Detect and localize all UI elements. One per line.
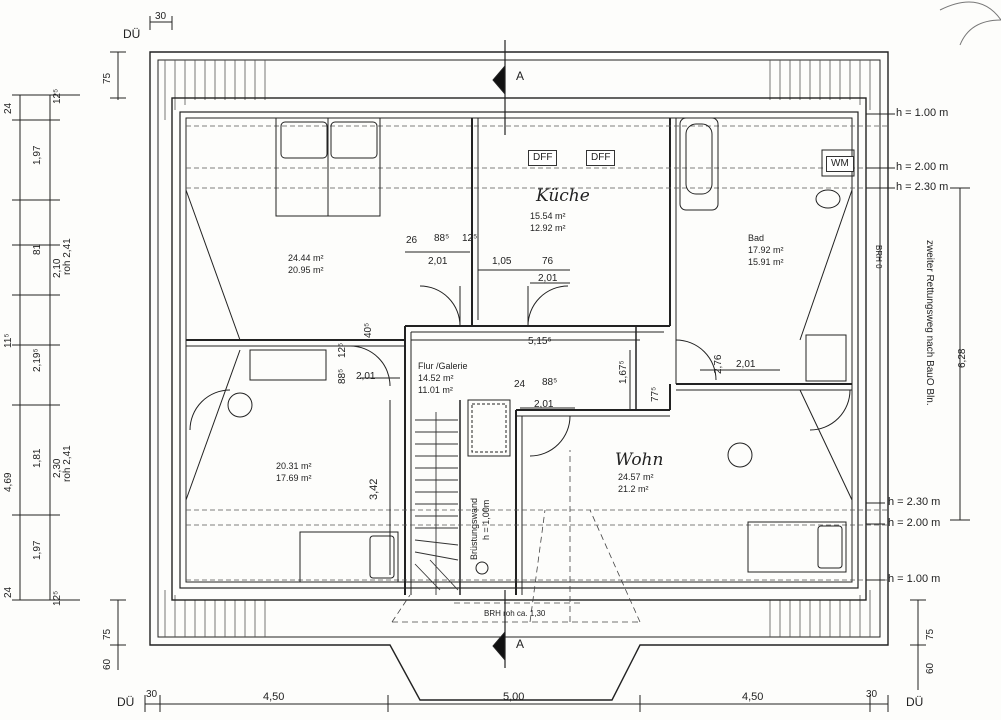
corner-label-bottom-right: DÜ — [906, 695, 924, 709]
room-area: 17.92 m² — [748, 245, 784, 255]
corner-label-top-left: DÜ — [123, 27, 141, 41]
escape-route-note: zweiter Rettungsweg nach BauO Bln. — [924, 240, 935, 406]
dimension-label: 1,67⁵ — [618, 360, 629, 384]
section-mark-bottom: A — [516, 637, 525, 651]
corner-label-bottom-left: DÜ — [117, 695, 135, 709]
dimension-label: 1,81 — [32, 448, 43, 468]
dimension-label: 24 — [514, 379, 526, 390]
dimension-label: 24 — [3, 102, 14, 114]
room-area: 15.54 m² — [530, 211, 566, 221]
dimension-label: 30 — [866, 689, 878, 700]
skylight-label: DFF — [528, 150, 558, 166]
room-name-kitchen: Küche — [536, 186, 590, 206]
dimension-label: 60 — [925, 662, 936, 674]
room-area: 20.95 m² — [288, 265, 324, 275]
dimension-label: 1,05 — [492, 256, 512, 267]
dimension-label: 2,01 — [356, 371, 376, 382]
dimension-label: 11⁵ — [3, 333, 14, 348]
dimension-label: 6,28 — [957, 348, 968, 368]
dimension-label: 2,01 — [428, 256, 448, 267]
railing-height-note: h = 1,00m — [481, 499, 491, 540]
room-area: 24.44 m² — [288, 253, 324, 263]
room-name-hall: Flur /Galerie — [418, 361, 468, 371]
section-mark-top: A — [516, 69, 525, 83]
sill-height-note: BRH roh ca. 1,30 — [484, 609, 546, 618]
room-name-bath: Bad — [748, 233, 765, 243]
dimension-label: 1,97 — [32, 145, 43, 165]
room-area: 11.01 m² — [418, 385, 453, 395]
height-label: h = 2.00 m — [888, 517, 941, 529]
dimension-label: 88⁵ — [434, 233, 450, 244]
dimension-label: 2,01 — [538, 273, 558, 284]
dimension-label: 12⁵ — [52, 88, 63, 104]
dimension-label: 88⁵ — [542, 377, 558, 388]
room-area: 21.2 m² — [618, 484, 649, 494]
room-area: 24.57 m² — [618, 472, 654, 482]
dimension-label: 77⁵ — [650, 386, 661, 402]
dimension-label: 2,19⁵ — [32, 348, 43, 372]
dimension-label: 2,76 — [713, 354, 724, 374]
washing-machine-label: WM — [826, 156, 854, 172]
room-area: 14.52 m² — [418, 373, 454, 383]
dimension-label: 75 — [102, 628, 113, 640]
dimension-label: 5,00 — [503, 691, 525, 703]
dimension-label: 12⁵ — [462, 233, 478, 244]
height-label: h = 2.30 m — [896, 181, 949, 193]
dimension-label: 24 — [3, 586, 14, 598]
dimension-label: 12⁵ — [52, 590, 63, 606]
dimension-label: 4,50 — [263, 691, 285, 703]
dimension-label: 75 — [925, 628, 936, 640]
room-name-living: Wohn — [615, 450, 664, 470]
dimension-label: 81 — [32, 243, 43, 255]
dimension-label: 4,50 — [742, 691, 764, 703]
dimension-label: 30 — [146, 689, 158, 700]
dimension-label: roh 2,41 — [62, 445, 73, 482]
dimension-label: 12⁵ — [337, 342, 348, 358]
dimension-label: 76 — [542, 256, 554, 267]
dimension-label: 88⁵ — [337, 368, 348, 384]
dimension-label: 2,01 — [736, 359, 756, 370]
dimension-label: 75 — [102, 72, 113, 84]
dimension-label: 26 — [406, 235, 418, 246]
room-area: 15.91 m² — [748, 257, 784, 267]
room-area: 17.69 m² — [276, 473, 312, 483]
height-label: h = 2.00 m — [896, 161, 949, 173]
dimension-label: 5,15⁵ — [528, 336, 552, 347]
dimension-label: 30 — [155, 11, 167, 22]
dimension-label: 2,01 — [534, 399, 554, 410]
dimension-label: 1,97 — [32, 540, 43, 560]
skylight-label: DFF — [586, 150, 616, 166]
dimension-label: 60 — [102, 658, 113, 670]
room-area: 20.31 m² — [276, 461, 312, 471]
dimension-label: 3,42 — [368, 478, 380, 500]
room-area: 12.92 m² — [530, 223, 566, 233]
height-label: h = 1.00 m — [888, 573, 941, 585]
dimension-label: roh 2,41 — [62, 238, 73, 275]
height-label: h = 1.00 m — [896, 107, 949, 119]
dimension-label: 40⁵ — [363, 322, 374, 338]
sill-height-note: BRH 0 — [874, 245, 883, 269]
dimension-label: 4,69 — [3, 472, 14, 492]
height-label: h = 2.30 m — [888, 496, 941, 508]
railing-note: Brüstungswand — [469, 497, 479, 560]
